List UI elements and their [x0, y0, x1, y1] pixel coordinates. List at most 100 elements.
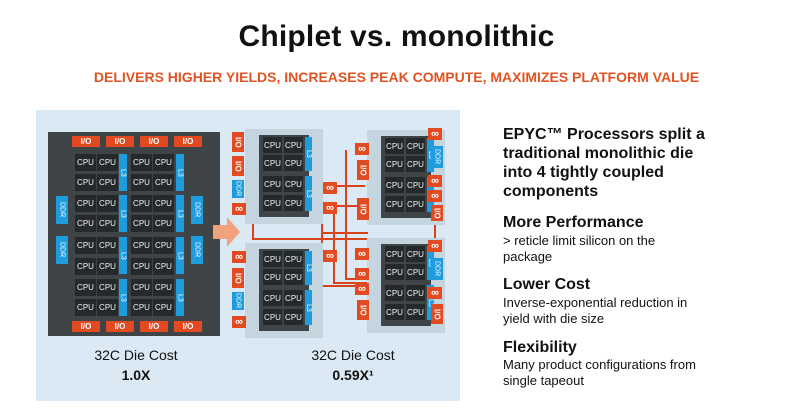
chiplet-cpu: CPU [385, 196, 404, 212]
epyc-heading-line-4: components [503, 183, 599, 200]
monolithic-cpu: CPU [131, 299, 152, 316]
epyc-heading-line-3: into 4 tightly coupled [503, 164, 664, 181]
monolithic-l3: L3 [176, 237, 184, 274]
monolithic-cpu: CPU [153, 237, 174, 254]
chiplet-l3: L3 [305, 176, 312, 211]
chiplet-io: I/O [431, 205, 443, 221]
slide-title: Chiplet vs. monolithic [238, 20, 555, 53]
infinity-fabric-icon: ∞ [355, 248, 369, 260]
monolithic-cpu: CPU [153, 299, 174, 316]
infinity-fabric-icon: ∞ [355, 283, 369, 295]
chiplet-ddr: DDR [232, 180, 244, 198]
monolithic-io-top: I/O [140, 136, 168, 147]
monolithic-ddr: DDR [191, 196, 203, 224]
chiplet-io: I/O [357, 198, 369, 220]
transform-arrow-icon [213, 217, 240, 247]
infinity-fabric-icon: ∞ [232, 203, 246, 215]
monolithic-cpu: CPU [97, 299, 118, 316]
monolithic-l3: L3 [176, 279, 184, 316]
chiplet-cpu: CPU [284, 290, 303, 306]
monolithic-cpu: CPU [75, 237, 96, 254]
epyc-heading-line-2: traditional monolithic die [503, 145, 694, 162]
connection-line [252, 220, 254, 238]
chiplet-cpu: CPU [284, 251, 303, 267]
chiplet-cpu: CPU [263, 176, 282, 192]
connection-line [252, 238, 367, 240]
chiplet-cpu: CPU [284, 269, 303, 285]
monolithic-io-bottom: I/O [72, 321, 100, 332]
chiplet-cpu: CPU [263, 251, 282, 267]
monolithic-l3: L3 [119, 195, 127, 232]
monolithic-io-bottom: I/O [140, 321, 168, 332]
monolithic-cpu: CPU [75, 258, 96, 275]
monolithic-cpu: CPU [153, 215, 174, 232]
chiplet-caption: 32C Die Cost [311, 347, 395, 363]
chiplet-io: I/O [232, 268, 244, 288]
flexibility-text-2: single tapeout [503, 373, 584, 388]
performance-text-2: package [503, 249, 553, 264]
monolithic-cpu: CPU [75, 195, 96, 212]
monolithic-caption: 32C Die Cost [94, 347, 178, 363]
monolithic-cpu: CPU [97, 279, 118, 296]
connection-line [345, 150, 347, 280]
monolithic-l3: L3 [176, 154, 184, 191]
monolithic-cpu: CPU [97, 258, 118, 275]
monolithic-io-top: I/O [174, 136, 202, 147]
epyc-heading-line-1: EPYC™ Processors split a [503, 126, 705, 143]
infinity-fabric-icon: ∞ [428, 287, 442, 299]
monolithic-cpu: CPU [131, 154, 152, 171]
monolithic-cpu: CPU [153, 195, 174, 212]
chiplet-cpu: CPU [284, 176, 303, 192]
monolithic-cpu: CPU [131, 195, 152, 212]
chiplet-cpu: CPU [406, 177, 425, 193]
monolithic-cpu: CPU [131, 237, 152, 254]
connection-line [318, 205, 365, 207]
monolithic-ddr: DDR [56, 236, 68, 264]
chiplet-cpu: CPU [263, 137, 282, 153]
chiplet-io: I/O [357, 300, 369, 320]
chiplet-cpu: CPU [263, 269, 282, 285]
lower-cost-text-1: Inverse-exponential reduction in [503, 295, 688, 310]
performance-title: More Performance [503, 214, 644, 231]
monolithic-cpu: CPU [153, 279, 174, 296]
chiplet-cpu: CPU [385, 246, 404, 262]
chiplet-cpu: CPU [406, 246, 425, 262]
chiplet-cpu: CPU [284, 137, 303, 153]
monolithic-ddr: DDR [56, 196, 68, 224]
chiplet-cost: 0.59X¹ [332, 367, 374, 383]
monolithic-l3: L3 [176, 195, 184, 232]
connection-line [321, 285, 365, 287]
chiplet-cpu: CPU [263, 155, 282, 171]
monolithic-cpu: CPU [97, 195, 118, 212]
chiplet-cpu: CPU [406, 196, 425, 212]
monolithic-cpu: CPU [75, 279, 96, 296]
chiplet-io: I/O [232, 132, 244, 152]
chiplet-io: I/O [232, 156, 244, 176]
lower-cost-title: Lower Cost [503, 276, 591, 293]
monolithic-cpu: CPU [75, 215, 96, 232]
chiplet-cpu: CPU [385, 285, 404, 301]
monolithic-cpu: CPU [97, 215, 118, 232]
chiplet-l3: L3 [305, 137, 312, 171]
monolithic-io-bottom: I/O [174, 321, 202, 332]
chiplet-cpu: CPU [385, 264, 404, 280]
monolithic-cpu: CPU [97, 174, 118, 191]
chiplet-io: I/O [431, 304, 443, 324]
infinity-fabric-icon: ∞ [428, 175, 442, 187]
chiplet-ddr: DDR [232, 292, 244, 310]
chiplet-cpu: CPU [284, 195, 303, 211]
slide-subtitle: DELIVERS HIGHER YIELDS, INCREASES PEAK C… [93, 69, 700, 85]
connection-line [333, 205, 335, 282]
infinity-fabric-icon: ∞ [355, 268, 369, 280]
monolithic-cpu: CPU [153, 174, 174, 191]
monolithic-cpu: CPU [131, 258, 152, 275]
chiplet-cpu: CPU [263, 290, 282, 306]
monolithic-cpu: CPU [153, 258, 174, 275]
infinity-fabric-icon: ∞ [355, 143, 369, 155]
chiplet-cpu: CPU [406, 285, 425, 301]
chiplet-cpu: CPU [263, 195, 282, 211]
chiplet-ddr: DDR [431, 258, 443, 280]
chiplet-l3: L3 [305, 251, 312, 285]
infinity-fabric-icon: ∞ [428, 240, 442, 252]
